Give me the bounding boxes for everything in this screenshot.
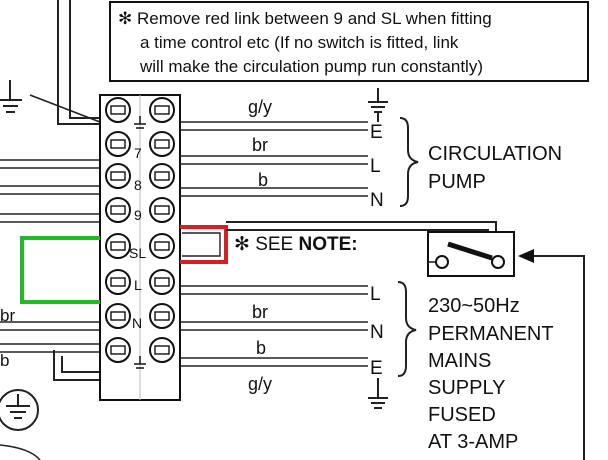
mains-wiring: br b g/y L N E 230~50Hz PERMANENT MAINS …: [180, 281, 554, 453]
terminal-screw-slot: [154, 105, 170, 115]
mains-brace: [397, 281, 417, 377]
wire-label-br-left: br: [0, 306, 15, 325]
terminal-screw-slot: [110, 205, 126, 215]
see-note-prefix: ✻ SEE: [234, 234, 299, 255]
red-link: [180, 225, 228, 264]
terminal-screw-slot: [110, 241, 126, 251]
red-link-inner-wire: [182, 232, 221, 257]
earth-terminal-symbol-top: [134, 116, 146, 129]
note-box-border: [109, 1, 589, 82]
earth-cable-right: [69, 0, 100, 119]
terminal-screw-slot: [110, 277, 126, 287]
terminal-label-8: 8: [134, 177, 142, 193]
wire-label-gy-top: g/y: [248, 97, 272, 117]
wire-label-b-bottom: b: [256, 338, 266, 358]
terminal-screw-slot: [154, 277, 170, 287]
terminal-label-n: N: [132, 315, 142, 331]
wire-label-br-top: br: [252, 135, 268, 155]
note-line-1: ✻ Remove red link between 9 and SL when …: [118, 9, 492, 28]
see-note-bold: NOTE:: [299, 234, 358, 255]
terminal-label-sl: SL: [129, 245, 146, 261]
mains-terminal-n: N: [370, 322, 384, 343]
mains-label-line-3: MAINS: [428, 350, 491, 372]
mains-terminal-l: L: [370, 284, 381, 305]
green-link: [20, 236, 100, 304]
terminal-block: 7 8 9 SL L N: [99, 94, 181, 401]
terminal-label-7: 7: [134, 145, 142, 161]
left-earth-wire-inner: [61, 356, 100, 373]
terminal-screw-slot: [110, 345, 126, 355]
bottom-left-curve: [0, 444, 41, 460]
pump-brace: [399, 117, 419, 207]
mains-label-line-4: SUPPLY: [428, 377, 505, 399]
terminal-screw-slot: [154, 241, 170, 251]
switch-contact-right: [491, 255, 505, 269]
note-line-2: a time control etc (If no switch is fitt…: [140, 33, 459, 52]
switch-lever: [447, 241, 493, 261]
switch-arrow-line: [530, 255, 585, 460]
terminal-screw-slot: [110, 311, 126, 321]
pump-terminal-l: L: [370, 156, 381, 177]
terminal-screw-slot: [154, 205, 170, 215]
terminal-screw-slot: [110, 171, 126, 181]
pump-terminal-n: N: [370, 190, 384, 211]
wire-label-b-left: b: [0, 351, 9, 370]
terminal-screw-slot: [110, 139, 126, 149]
mains-label-line-2: PERMANENT: [428, 323, 554, 345]
terminal-screw-slot: [154, 311, 170, 321]
pump-terminal-e: E: [370, 122, 383, 143]
see-note-label: ✻ SEE NOTE:: [234, 234, 358, 255]
terminal-screws: [105, 97, 175, 363]
wire-label-br-bottom: br: [252, 302, 268, 322]
switch-arrow-head: [518, 249, 534, 263]
wire-label-b-top: b: [258, 170, 268, 190]
switch-contact-left: [435, 255, 449, 269]
terminal-label-9: 9: [134, 207, 142, 223]
terminal-screw-slot: [154, 345, 170, 355]
pump-label-line-2: PUMP: [428, 171, 486, 193]
mains-label-line-1: 230~50Hz: [428, 295, 520, 317]
wire-label-gy-bottom: g/y: [248, 374, 272, 394]
earth-cable-left: [57, 0, 100, 125]
terminal-screw-slot: [154, 139, 170, 149]
left-wiring: br b: [0, 0, 101, 460]
switch-wiring: ✻ SEE NOTE:: [226, 221, 585, 460]
note-line-3: will make the circulation pump run const…: [139, 57, 483, 76]
note-box: ✻ Remove red link between 9 and SL when …: [109, 1, 589, 82]
pump-wiring: g/y br b E L N CIRCULATION PUMP: [180, 88, 562, 211]
earth-terminal-symbol-bottom: [134, 356, 146, 369]
mains-label-line-5: FUSED: [428, 404, 496, 426]
terminal-screw-slot: [110, 105, 126, 115]
mains-terminal-e: E: [370, 358, 383, 379]
switch-box: [427, 231, 515, 277]
earth-circle-bottom-left: [0, 389, 39, 431]
left-earth-wire-outer: [53, 350, 100, 381]
mains-label-line-6: AT 3-AMP: [428, 431, 518, 453]
pump-label-line-1: CIRCULATION: [428, 143, 562, 165]
terminal-label-l: L: [134, 277, 142, 293]
terminal-screw-slot: [154, 171, 170, 181]
